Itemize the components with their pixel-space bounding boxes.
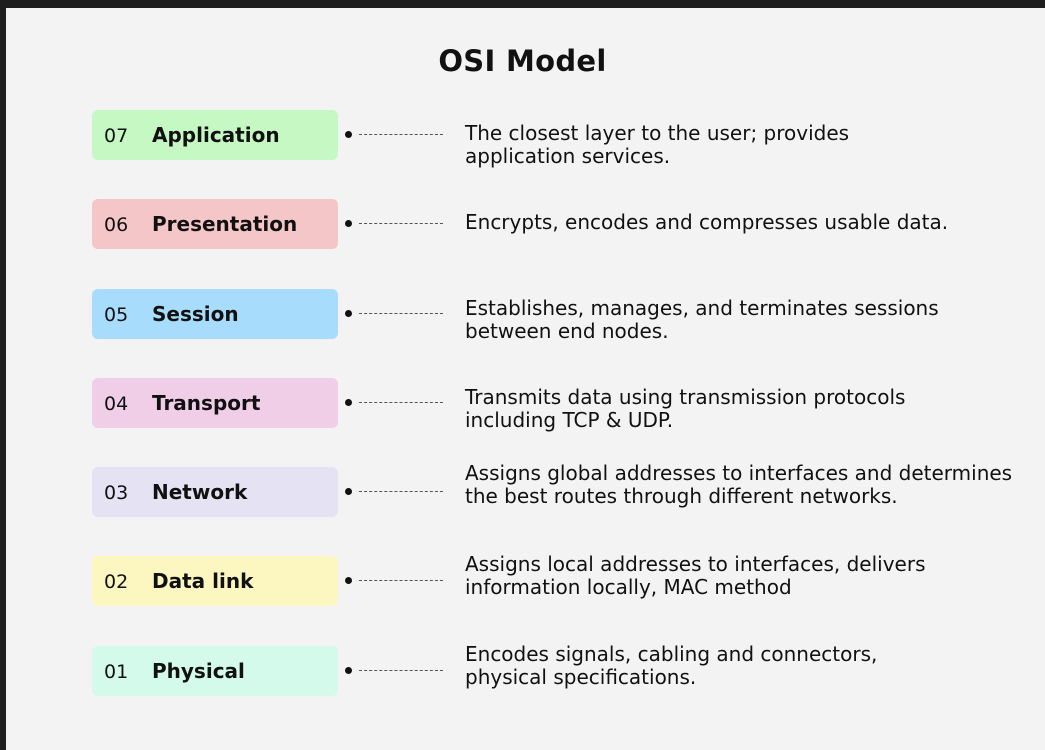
layer-row-data-link: 02 Data link Assigns local addresses to … [0,552,1045,606]
layer-badge-presentation: 06 Presentation [92,199,338,249]
layer-description: Establishes, manages, and terminates ses… [465,296,939,343]
connector-dashed-line [359,402,443,403]
layer-number: 02 [104,571,129,593]
diagram-title: OSI Model [438,44,607,78]
layer-badge-application: 07 Application [92,110,338,160]
layer-number: 05 [104,304,129,326]
connector-dot [345,220,352,227]
connector-dot [345,399,352,406]
layer-description: Assigns local addresses to interfaces, d… [465,552,926,599]
layer-badge-data-link: 02 Data link [92,556,338,606]
layer-name: Physical [152,659,245,683]
layer-description: Assigns global addresses to interfaces a… [465,461,1013,508]
layer-name: Presentation [152,212,298,236]
connector-dot [345,131,352,138]
layer-number: 06 [104,214,129,236]
layer-row-application: 07 Application The closest layer to the … [0,110,1045,168]
connector-dashed-line [359,670,443,671]
layer-description: Encodes signals, cabling and connectors,… [465,642,878,689]
layer-badge-network: 03 Network [92,467,338,517]
connector-dot [345,577,352,584]
layer-badge-session: 05 Session [92,289,338,339]
layer-description: Transmits data using transmission protoc… [465,385,906,432]
layer-description: The closest layer to the user; provides … [465,121,850,168]
connector-dashed-line [359,491,443,492]
connector-dot [345,488,352,495]
layer-description: Encrypts, encodes and compresses usable … [465,210,949,234]
layer-name: Application [152,123,280,147]
connector-dashed-line [359,134,443,135]
connector-dot [345,310,352,317]
connector-dashed-line [359,223,443,224]
layer-badge-transport: 04 Transport [92,378,338,428]
layer-row-network: 03 Network Assigns global addresses to i… [0,462,1045,517]
layer-name: Session [152,302,239,326]
layer-name: Network [152,480,248,504]
layer-row-session: 05 Session Establishes, manages, and ter… [0,289,1045,343]
layer-number: 03 [104,482,129,504]
layer-row-presentation: 06 Presentation Encrypts, encodes and co… [0,199,1045,249]
layer-row-physical: 01 Physical Encodes signals, cabling and… [0,642,1045,696]
layer-row-transport: 04 Transport Transmits data using transm… [0,378,1045,432]
layer-name: Transport [152,391,261,415]
layer-number: 01 [104,661,129,683]
layer-name: Data link [152,569,254,593]
connector-dot [345,667,352,674]
connector-dashed-line [359,580,443,581]
layer-number: 04 [104,393,129,415]
layer-badge-physical: 01 Physical [92,646,338,696]
connector-dashed-line [359,313,443,314]
layer-number: 07 [104,125,129,147]
